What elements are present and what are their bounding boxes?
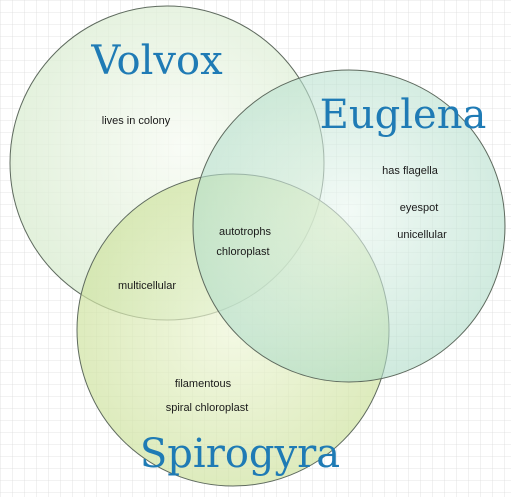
spirogyra-only-note: spiral chloroplast	[166, 402, 249, 414]
euglena-only-note: has flagella	[382, 165, 439, 177]
spirogyra-title: Spirogyra	[140, 431, 340, 477]
euglena-circle	[192, 69, 506, 383]
euglena-only-note: eyespot	[400, 202, 439, 214]
volvox-spirogyra-note: multicellular	[118, 280, 176, 292]
euglena-title: Euglena	[320, 92, 487, 138]
euglena-only-note: unicellular	[397, 229, 447, 241]
center-note: autotrophs	[219, 226, 271, 238]
center-note: chloroplast	[216, 246, 269, 258]
volvox-only-note: lives in colony	[102, 115, 171, 127]
volvox-title: Volvox	[90, 38, 223, 84]
spirogyra-only-note: filamentous	[175, 378, 232, 390]
